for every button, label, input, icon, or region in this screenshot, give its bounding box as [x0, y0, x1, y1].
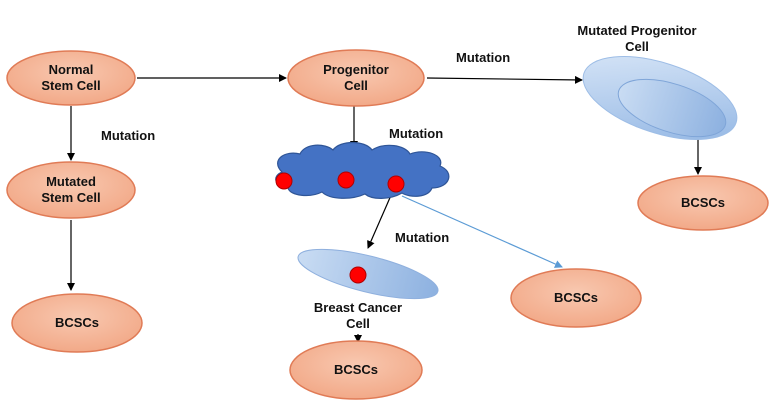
- progenitor-cell-node: [287, 49, 425, 107]
- mutated-stem-cell-label: Mutated Stem Cell: [21, 174, 121, 206]
- red-cell-3: [387, 175, 405, 193]
- mutated-stem-cell-line1: Mutated: [46, 174, 96, 189]
- mutated-stem-cell-line2: Stem Cell: [41, 190, 101, 205]
- progenitor-cell-line1: Progenitor: [323, 62, 389, 77]
- bcscs-left-label: BCSCs: [54, 315, 100, 330]
- breast-cancer-cell-line2: Cell: [346, 316, 370, 331]
- mutated-progenitor-cell-line2: Cell: [625, 39, 649, 54]
- mutation-label-cloud: Mutation: [389, 126, 444, 141]
- breast-cancer-cell-line1: Breast Cancer: [313, 300, 403, 315]
- progenitor-cell-label: Progenitor Cell: [306, 62, 406, 94]
- bcscs-middle-right-node: [510, 268, 642, 328]
- breast-cancer-cell-label: Breast Cancer Cell: [298, 300, 418, 332]
- mutation-label-lower: Mutation: [395, 230, 450, 245]
- red-cell-1: [275, 172, 293, 190]
- arrow-cloud-to-breast-cancer-cell: [367, 192, 393, 249]
- mutated-progenitor-cell-shape: [582, 56, 738, 140]
- bcscs-bottom-label: BCSCs: [333, 362, 379, 377]
- bcscs-left-node: [11, 293, 143, 353]
- mutated-progenitor-cell-label: Mutated Progenitor Cell: [552, 23, 722, 55]
- connectors: [67, 74, 702, 343]
- bcscs-right-top-node: [637, 175, 769, 231]
- bcscs-right-top-label: BCSCs: [680, 195, 726, 210]
- arrow-cloud-to-bcscs-right: [401, 195, 563, 268]
- mutation-label-left: Mutation: [101, 128, 156, 143]
- normal-stem-cell-line2: Stem Cell: [41, 78, 101, 93]
- mutation-label-top: Mutation: [456, 50, 511, 65]
- progenitor-cell-line2: Cell: [344, 78, 368, 93]
- mutated-progenitor-cell-line1: Mutated Progenitor: [577, 23, 697, 38]
- red-cell-breast: [349, 266, 367, 284]
- red-cell-2: [337, 171, 355, 189]
- arrow-progenitor-to-mutated-progenitor: [426, 75, 583, 84]
- normal-stem-cell-line1: Normal: [48, 62, 94, 77]
- normal-stem-cell-label: Normal Stem Cell: [21, 62, 121, 94]
- bcscs-bottom-node: [289, 340, 423, 400]
- bcscs-middle-right-label: BCSCs: [553, 290, 599, 305]
- normal-stem-cell-node: [6, 50, 136, 106]
- breast-cancer-cell-shape: [297, 248, 439, 300]
- cancer-cell-cloud: [275, 141, 450, 199]
- mutated-stem-cell-node: [6, 161, 136, 219]
